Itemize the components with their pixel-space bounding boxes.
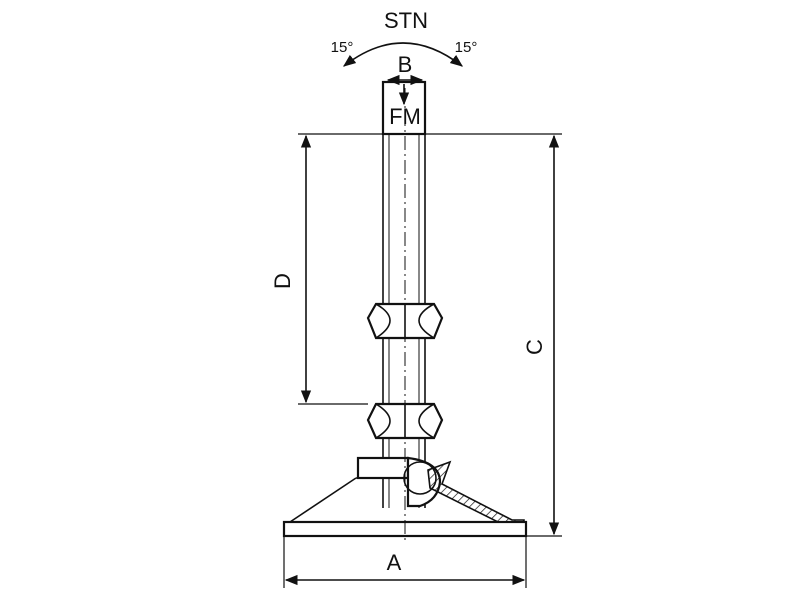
swivel-housing (356, 456, 442, 508)
c-label: C (522, 339, 547, 355)
a-label: A (387, 550, 402, 575)
base-section-hatch (427, 460, 525, 527)
angle-right-label: 15° (455, 39, 478, 56)
b-label: B (398, 52, 413, 77)
swivel-arc (342, 42, 464, 67)
angle-left-label: 15° (331, 39, 354, 56)
d-label: D (270, 273, 295, 289)
dimension-a (283, 536, 527, 588)
threaded-stem (381, 80, 427, 508)
dimension-c (425, 133, 562, 537)
stn-label: STN (384, 8, 428, 33)
upper-hex-nut (366, 302, 444, 340)
dimension-d (298, 133, 383, 405)
